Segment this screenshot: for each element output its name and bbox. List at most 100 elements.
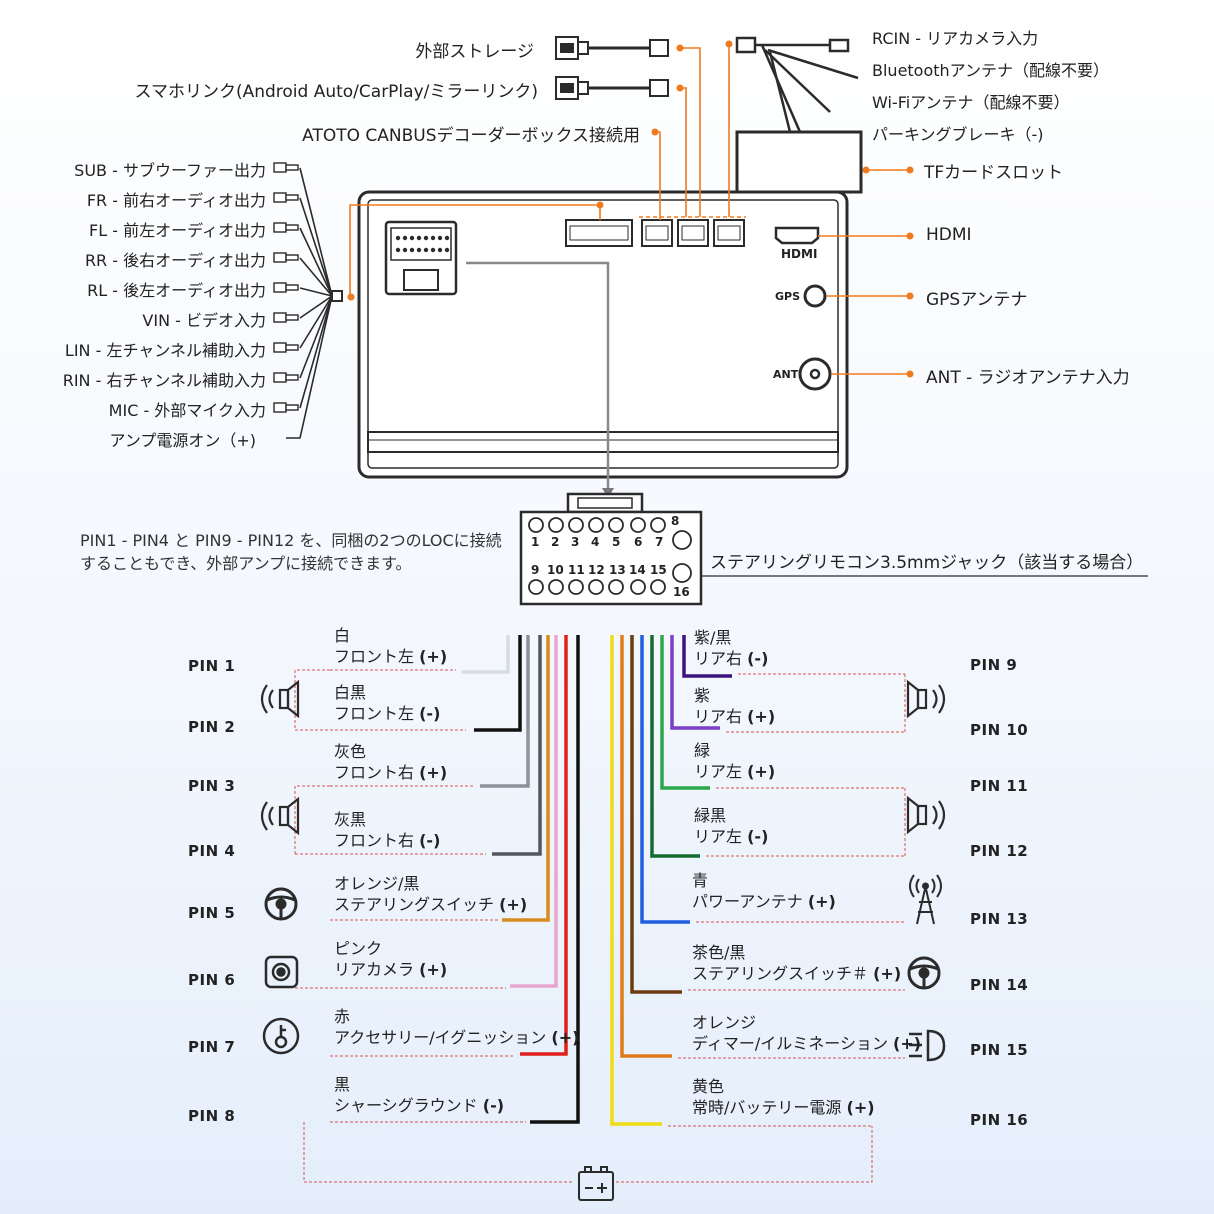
loc-note-line1: PIN1 - PIN4 と PIN9 - PIN12 を、同梱の2つのLOCに接…: [80, 531, 502, 550]
rear-camera-cable-bundle: [735, 36, 859, 133]
parking-brake-label: パーキングブレーキ（-): [872, 125, 1044, 144]
wire-sign: (-): [482, 1096, 505, 1115]
wire-color: 紫: [694, 686, 711, 705]
pin-number-2: 2: [551, 535, 560, 549]
wire-color: 黒: [334, 1075, 351, 1094]
wire-sign: (+): [419, 960, 448, 979]
wire-sign: (-): [747, 649, 769, 668]
rcin-label: RCIN - リアカメラ入力: [872, 29, 1039, 48]
steering-wheel-icon-left: [264, 887, 298, 921]
sixteen-pin-plug: [519, 492, 703, 606]
wire-sign: (-): [419, 704, 441, 723]
pin-number-6: 6: [634, 535, 643, 549]
wire-sign: (+): [419, 647, 448, 666]
wire-color: 紫/黒: [694, 628, 732, 647]
speaker-icon-rear-right: [906, 679, 946, 719]
pin-number-14: 14: [629, 563, 646, 577]
pin-id: PIN 13: [970, 910, 1029, 928]
pin-number-3: 3: [571, 535, 580, 549]
wire-function: リア右: [694, 707, 743, 726]
speaker-icon-rear-left: [906, 795, 946, 835]
wire-function: フロント左: [334, 647, 415, 666]
rca-label-rr: RR - 後右オーディオ出力: [84, 251, 266, 270]
headlight-icon: [909, 1029, 946, 1062]
wire-function: リア右: [694, 649, 743, 668]
pin-label: 茶色/黒ステアリングスイッチ＃ (+): [692, 942, 901, 984]
wire-function: ディマー/イルミネーション: [692, 1034, 888, 1053]
wire-sign: (+): [747, 762, 776, 781]
wire-sign: (+): [846, 1098, 875, 1117]
pin-label: 紫/黒リア右 (-): [694, 627, 768, 669]
wire-function: フロント左: [334, 704, 415, 723]
wire-color: 緑黒: [694, 806, 727, 825]
pin-id: PIN 1: [188, 657, 236, 675]
pin-id: PIN 11: [970, 777, 1029, 795]
wire-pin2: [474, 635, 522, 732]
pin-number-10: 10: [547, 563, 564, 577]
pin-id: PIN 16: [970, 1111, 1029, 1129]
usb-socket-1: [641, 219, 673, 247]
wire-color: オレンジ/黒: [334, 874, 420, 893]
wire-color: オレンジ: [692, 1013, 757, 1032]
hdmi-label: HDMI: [926, 225, 972, 245]
wire-sign: (+): [419, 763, 448, 782]
pin-label: 白黒フロント左 (-): [334, 682, 440, 724]
wire-pin12: [650, 635, 700, 858]
wire-sign: (-): [747, 827, 769, 846]
wire-color: 白黒: [334, 683, 367, 702]
pin-number-8: 8: [671, 514, 680, 528]
wire-function: アクセサリー/イグニッション: [334, 1028, 547, 1047]
rca-label-amp: アンプ電源オン（+): [109, 431, 256, 450]
pin-label: 灰色フロント右 (+): [334, 741, 447, 783]
pin-number-9: 9: [531, 563, 540, 577]
gps-port-label: GPS: [775, 290, 801, 303]
wire-color: 青: [692, 871, 709, 890]
head-unit-inner: [367, 199, 839, 469]
wire-pin6: [510, 635, 558, 988]
rca-label-vin: VIN - ビデオ入力: [142, 311, 266, 330]
bluetooth-label: Bluetoothアンテナ（配線不要）: [872, 61, 1110, 80]
steering-jack-label: ステアリングリモコン3.5mmジャック（該当する場合）: [710, 553, 1144, 573]
wire-function: シャーシグラウンド: [334, 1096, 478, 1115]
pin-id: PIN 8: [188, 1107, 236, 1125]
rca-plug-icons: [273, 162, 299, 413]
wire-pin14: [630, 635, 682, 994]
pin-label: 黄色常時/バッテリー電源 (+): [692, 1076, 875, 1118]
pin-label: ピンクリアカメラ (+): [334, 938, 447, 980]
pin-number-16: 16: [673, 585, 690, 599]
rca-label-mic: MIC - 外部マイク入力: [108, 401, 266, 420]
pin-id: PIN 7: [188, 1038, 236, 1056]
wire-sign: (+): [551, 1028, 580, 1047]
wire-sign: (+): [499, 895, 528, 914]
pin-number-15: 15: [650, 563, 667, 577]
wire-pin13: [640, 635, 690, 924]
pin-label: 赤アクセサリー/イグニッション (+): [334, 1006, 579, 1048]
rca-label-fl: FL - 前左オーディオ出力: [89, 221, 266, 240]
battery-icon: [578, 1166, 614, 1201]
pin-number-12: 12: [588, 563, 605, 577]
pin-number-1: 1: [531, 535, 540, 549]
wire-pin11: [660, 635, 710, 790]
steering-wheel-icon-right: [907, 956, 941, 990]
pin-label: オレンジディマー/イルミネーション (+): [692, 1012, 921, 1054]
phone-link-label: スマホリンク(Android Auto/CarPlay/ミラーリンク): [134, 82, 538, 102]
wire-pin16: [610, 635, 662, 1126]
rca-label-fr: FR - 前右オーディオ出力: [86, 191, 266, 210]
pin-number-11: 11: [568, 563, 585, 577]
pin-id: PIN 3: [188, 777, 236, 795]
ignition-icon: [262, 1017, 300, 1055]
wire-sign: (+): [807, 892, 836, 911]
pin-id: PIN 10: [970, 721, 1029, 739]
camera-icon: [264, 955, 299, 989]
ant-label: ANT - ラジオアンテナ入力: [926, 368, 1130, 388]
wire-function: リア左: [694, 827, 743, 846]
wire-color: 茶色/黒: [692, 943, 746, 962]
pin-label: 灰黒フロント右 (-): [334, 809, 440, 851]
pin-id: PIN 2: [188, 718, 236, 736]
wire-function: リアカメラ: [334, 960, 415, 979]
external-storage-plug-icon: [555, 36, 669, 60]
canbus-socket: [565, 219, 633, 247]
wire-color: 灰黒: [334, 810, 367, 829]
wire-color: 灰色: [334, 742, 367, 761]
